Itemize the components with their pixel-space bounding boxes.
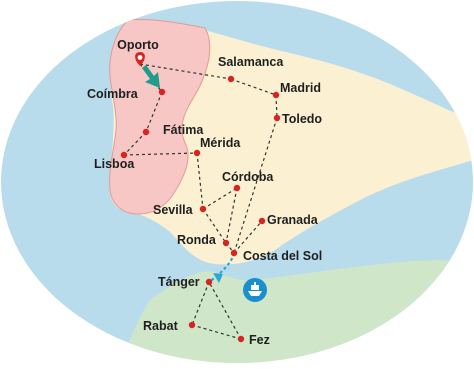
route-segment-madrid-toledo bbox=[275, 94, 278, 119]
city-marker-madrid bbox=[272, 91, 280, 99]
ship-cabin bbox=[251, 285, 259, 290]
city-marker-fatima bbox=[142, 128, 150, 136]
city-label-sevilla: Sevilla bbox=[153, 203, 194, 217]
map-pin-icon bbox=[135, 52, 145, 66]
city-markers bbox=[120, 75, 281, 343]
city-marker-costa bbox=[230, 249, 238, 257]
city-label-fatima: Fátima bbox=[163, 123, 204, 137]
city-label-costa: Costa del Sol bbox=[243, 249, 322, 263]
portugal-region bbox=[109, 19, 211, 215]
direction-arrow bbox=[142, 65, 160, 88]
city-marker-cordoba bbox=[233, 184, 241, 192]
city-label-oporto: Oporto bbox=[117, 38, 159, 52]
route-segment-costa-granada bbox=[233, 220, 263, 254]
city-label-tanger: Tánger bbox=[158, 275, 200, 289]
city-marker-lisboa bbox=[120, 151, 128, 159]
city-label-ronda: Ronda bbox=[177, 233, 217, 247]
sea-route-arrowhead bbox=[213, 273, 223, 283]
city-marker-ronda bbox=[222, 239, 230, 247]
city-label-fez: Fez bbox=[249, 333, 270, 347]
route-segment-coimbra-fatima bbox=[145, 91, 163, 133]
route-segment-fatima-lisboa bbox=[123, 131, 147, 156]
route-segment-salamanca-madrid bbox=[230, 78, 277, 96]
route-segment-lisboa-merida bbox=[123, 152, 198, 156]
city-marker-fez bbox=[237, 335, 245, 343]
ship-icon bbox=[248, 291, 262, 296]
city-marker-toledo bbox=[273, 114, 281, 122]
city-marker-merida bbox=[193, 149, 201, 157]
city-marker-granada bbox=[258, 217, 266, 225]
city-label-coimbra: Coímbra bbox=[87, 87, 139, 101]
city-label-granada: Granada bbox=[267, 213, 319, 227]
route-segment-rabat-fez bbox=[191, 324, 242, 340]
city-marker-salamanca bbox=[227, 75, 235, 83]
city-label-lisboa: Lisboa bbox=[94, 157, 135, 171]
city-label-merida: Mérida bbox=[200, 136, 241, 150]
route-segment-fez-tanger bbox=[208, 281, 242, 340]
route-segment-sevilla-cordoba bbox=[202, 187, 238, 210]
city-label-cordoba: Córdoba bbox=[222, 170, 274, 184]
route-segment-tanger-rabat bbox=[191, 281, 210, 326]
city-label-toledo: Toledo bbox=[282, 112, 322, 126]
route-lines bbox=[123, 63, 278, 340]
city-marker-coimbra bbox=[158, 88, 166, 96]
ferry-badge bbox=[243, 278, 267, 302]
arrow-icon bbox=[142, 65, 160, 88]
city-label-madrid: Madrid bbox=[280, 81, 321, 95]
city-marker-sevilla bbox=[199, 205, 207, 213]
route-segment-sevilla-ronda bbox=[202, 208, 227, 244]
pin-hole bbox=[137, 55, 143, 60]
ship-funnel bbox=[254, 282, 256, 285]
city-marker-tanger bbox=[205, 278, 213, 286]
city-marker-rabat bbox=[188, 321, 196, 329]
city-label-rabat: Rabat bbox=[143, 319, 179, 333]
city-label-salamanca: Salamanca bbox=[218, 55, 284, 69]
